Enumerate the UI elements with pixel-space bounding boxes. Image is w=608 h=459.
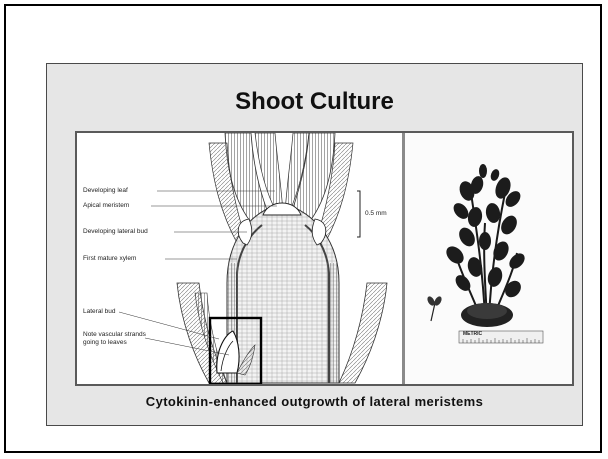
plantlet-photo-image [405,133,572,384]
ruler-label: METRIC [463,331,482,337]
shoot-apex-diagram: Developing leaf Apical meristem Developi… [77,133,402,384]
label-apical-meristem: Apical meristem [83,202,129,209]
scale-label: 0.5 mm [365,210,387,217]
label-developing-lateral-bud: Developing lateral bud [83,228,148,235]
label-first-mature-xylem: First mature xylem [83,255,136,262]
slide: Shoot Culture [46,63,583,426]
label-developing-leaf: Developing leaf [83,187,128,194]
slide-caption: Cytokinin-enhanced outgrowth of lateral … [47,394,582,409]
plantlet-photo: METRIC [405,133,572,384]
label-lateral-bud: Lateral bud [83,308,116,315]
label-vascular-strands-line1: Note vascular strands [83,331,146,338]
figure-panel: Developing leaf Apical meristem Developi… [75,131,574,386]
slide-title: Shoot Culture [47,88,582,116]
label-vascular-strands-line2: going to leaves [83,339,127,346]
page-frame: Shoot Culture [4,4,602,453]
